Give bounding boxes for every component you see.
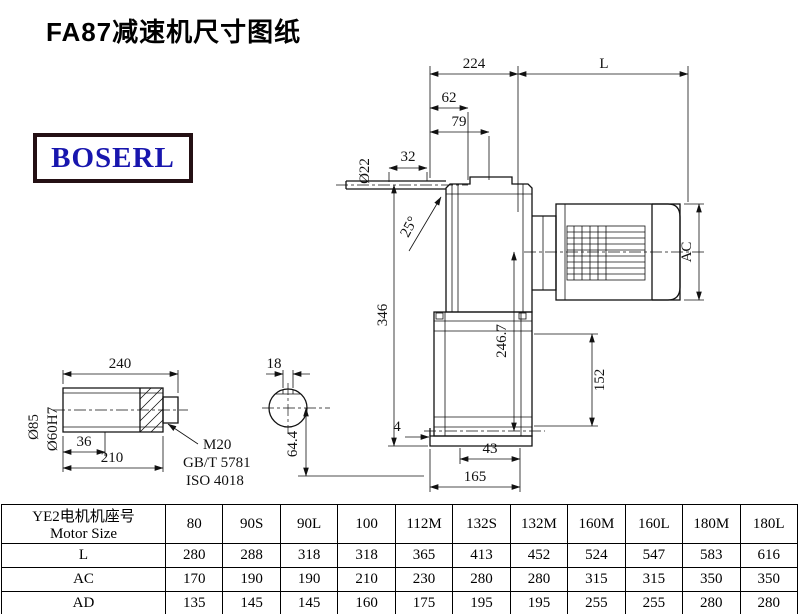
- value-cell: 135: [164, 591, 224, 614]
- size-col-header: 80: [164, 504, 224, 544]
- value-cell: 145: [222, 591, 281, 614]
- value-cell: 616: [739, 543, 799, 568]
- value-cell: 315: [567, 567, 626, 592]
- boserl-logo-text: BOSERL: [51, 141, 175, 174]
- value-cell: 288: [222, 543, 281, 568]
- gearbox-housing-outline: [336, 176, 545, 447]
- value-cell: 315: [624, 567, 684, 592]
- value-cell: 190: [222, 567, 281, 592]
- value-cell: 280: [739, 591, 799, 614]
- row-label: L: [1, 543, 166, 568]
- size-col-header: 160L: [624, 504, 684, 544]
- row-label: AC: [1, 567, 166, 592]
- size-col-header: 100: [337, 504, 396, 544]
- dim-64-4-label: 64.4: [285, 430, 301, 457]
- value-cell: 280: [509, 567, 569, 592]
- motor-size-table: YE2电机机座号 Motor Size 80 90S 90L 100 112M …: [1, 504, 799, 614]
- dim-224-label: 224: [463, 56, 486, 72]
- shaft-cross-section: 18 64.4: [262, 356, 424, 477]
- dim-210-label: 210: [101, 450, 124, 466]
- row-label: AD: [1, 591, 166, 614]
- motor-size-header-en: Motor Size: [49, 526, 118, 542]
- thread-m20-label: M20: [203, 437, 231, 453]
- boserl-logo: BOSERL: [33, 133, 193, 183]
- motor-size-header: YE2电机机座号 Motor Size: [1, 504, 166, 544]
- dim-36-label: 36: [77, 434, 93, 450]
- dim-AC-label: AC: [679, 242, 695, 263]
- dim-240-label: 240: [109, 356, 132, 372]
- dim-62-label: 62: [442, 90, 457, 106]
- size-col-header: 160M: [567, 504, 626, 544]
- size-col-header: 90L: [279, 504, 339, 544]
- dim-152-label: 152: [592, 369, 608, 392]
- value-cell: 195: [452, 591, 511, 614]
- dim-L-label: L: [599, 56, 608, 72]
- value-cell: 170: [164, 567, 224, 592]
- value-cell: 160: [337, 591, 396, 614]
- size-col-header: 132M: [509, 504, 569, 544]
- value-cell: 583: [682, 543, 741, 568]
- output-shaft-view: 240 36 210 Ø85 Ø60H7 M20 GB/T 5781 ISO 4…: [26, 356, 251, 489]
- value-cell: 280: [682, 591, 741, 614]
- value-cell: 318: [337, 543, 396, 568]
- size-col-header: 180L: [739, 504, 799, 544]
- table-row-L: L 280 288 318 318 365 413 452 524 547 58…: [1, 543, 799, 568]
- value-cell: 452: [509, 543, 569, 568]
- table-header-row: YE2电机机座号 Motor Size 80 90S 90L 100 112M …: [1, 504, 799, 544]
- table-row-AD: AD 135 145 145 160 175 195 195 255 255 2…: [1, 591, 799, 614]
- value-cell: 547: [624, 543, 684, 568]
- value-cell: 195: [509, 591, 569, 614]
- value-cell: 210: [337, 567, 396, 592]
- motor-outline: [524, 203, 706, 301]
- main-view-dimensions: 224 L 62 79 32 Ø22 25° 346: [357, 56, 704, 492]
- motor-size-header-cn: YE2电机机座号: [32, 509, 135, 525]
- dim-32-label: 32: [401, 149, 416, 165]
- standard-gb-label: GB/T 5781: [183, 455, 251, 471]
- dim-165-label: 165: [464, 469, 487, 485]
- value-cell: 318: [279, 543, 339, 568]
- value-cell: 365: [394, 543, 454, 568]
- value-cell: 255: [624, 591, 684, 614]
- standard-iso-label: ISO 4018: [186, 473, 244, 489]
- value-cell: 350: [739, 567, 799, 592]
- size-col-header: 112M: [394, 504, 454, 544]
- dim-18-label: 18: [267, 356, 282, 372]
- dim-346-label: 346: [375, 303, 391, 326]
- dim-246-7-label: 246.7: [494, 324, 510, 358]
- value-cell: 190: [279, 567, 339, 592]
- size-col-header: 180M: [682, 504, 741, 544]
- table-row-AC: AC 170 190 190 210 230 280 280 315 315 3…: [1, 567, 799, 592]
- value-cell: 280: [452, 567, 511, 592]
- size-col-header: 90S: [222, 504, 281, 544]
- value-cell: 280: [164, 543, 224, 568]
- value-cell: 255: [567, 591, 626, 614]
- size-col-header: 132S: [452, 504, 511, 544]
- page-title: FA87减速机尺寸图纸: [46, 17, 302, 47]
- value-cell: 230: [394, 567, 454, 592]
- dia-22-label: Ø22: [357, 158, 373, 184]
- value-cell: 175: [394, 591, 454, 614]
- value-cell: 524: [567, 543, 626, 568]
- dim-4-label: 4: [393, 419, 401, 435]
- value-cell: 145: [279, 591, 339, 614]
- technical-drawing: 224 L 62 79 32 Ø22 25° 346: [26, 56, 706, 492]
- dia-85-label: Ø85: [26, 414, 42, 440]
- dim-79-label: 79: [452, 114, 467, 130]
- value-cell: 413: [452, 543, 511, 568]
- value-cell: 350: [682, 567, 741, 592]
- dim-43-label: 43: [483, 441, 498, 457]
- dia-60H7-label: Ø60H7: [45, 406, 61, 451]
